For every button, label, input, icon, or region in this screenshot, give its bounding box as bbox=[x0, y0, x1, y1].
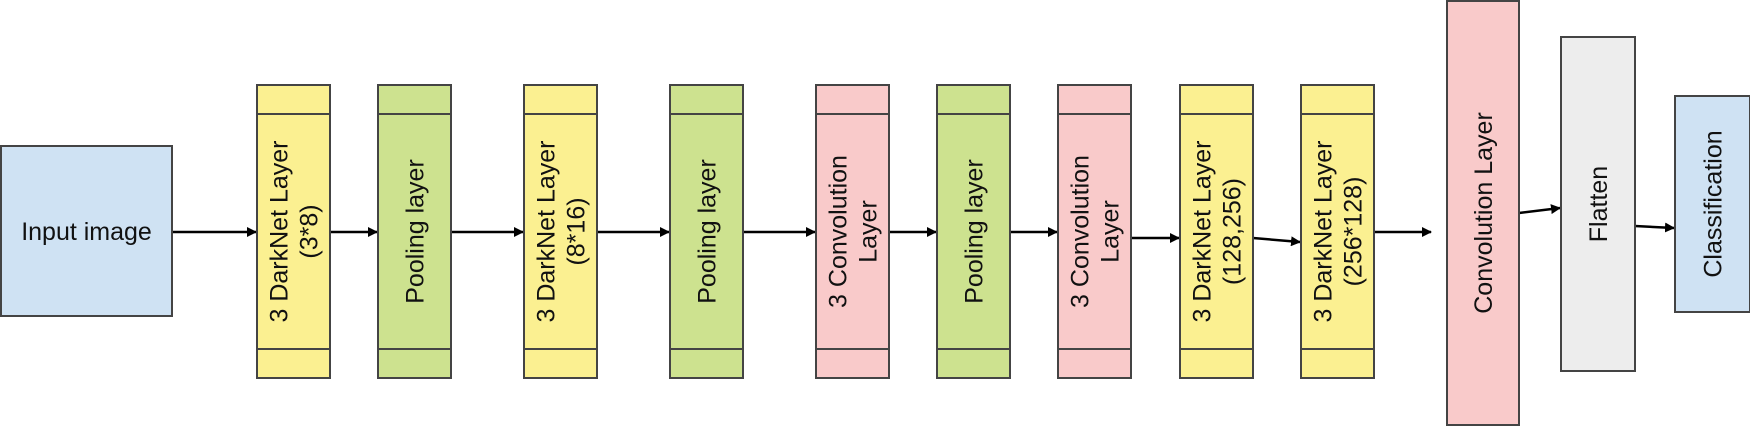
flatten-box bbox=[1560, 36, 1636, 372]
conv-big-box bbox=[1446, 0, 1520, 426]
flatten-label: Flatten bbox=[1585, 166, 1613, 242]
arrow-conv-big-to-flatten bbox=[1518, 204, 1561, 215]
darknet4-label-line: 3 DarkNet Layer bbox=[1310, 140, 1338, 322]
block-classification: Classification bbox=[1674, 95, 1750, 313]
block-conv2: 3 ConvolutionLayer bbox=[1057, 84, 1132, 379]
pool1-label: Pooling layer bbox=[402, 159, 430, 304]
conv2-label-line: 3 Convolution bbox=[1067, 155, 1095, 308]
darknet4-label: 3 DarkNet Layer(256*128) bbox=[1310, 140, 1368, 322]
darknet2-label-line: 3 DarkNet Layer bbox=[533, 140, 561, 322]
darknet4-box bbox=[1300, 84, 1375, 379]
input-box bbox=[0, 145, 173, 317]
darknet2-label-line: (8*16) bbox=[563, 197, 591, 265]
conv1-label-line: 3 Convolution bbox=[825, 155, 853, 308]
block-conv1: 3 ConvolutionLayer bbox=[815, 84, 890, 379]
block-darknet2: 3 DarkNet Layer(8*16) bbox=[523, 84, 598, 379]
classification-label-line: Classification bbox=[1700, 130, 1728, 277]
conv-big-label-line: Convolution Layer bbox=[1470, 112, 1498, 314]
classification-box bbox=[1674, 95, 1750, 313]
block-darknet4: 3 DarkNet Layer(256*128) bbox=[1300, 84, 1375, 379]
conv1-label-line: Layer bbox=[855, 200, 883, 263]
darknet1-label-line: 3 DarkNet Layer bbox=[266, 140, 294, 322]
block-pool1: Pooling layer bbox=[377, 84, 452, 379]
block-pool2: Pooling layer bbox=[669, 84, 744, 379]
arrow-darknet3-to-darknet4 bbox=[1252, 236, 1301, 247]
pool3-label-line: Pooling layer bbox=[961, 159, 989, 304]
darknet1-label: 3 DarkNet Layer(3*8) bbox=[266, 140, 324, 322]
block-darknet3: 3 DarkNet Layer(128,256) bbox=[1179, 84, 1254, 379]
block-input: Input image bbox=[0, 145, 173, 317]
pool1-label-line: Pooling layer bbox=[402, 159, 430, 304]
darknet1-label-line: (3*8) bbox=[296, 204, 324, 258]
conv1-box bbox=[815, 84, 890, 379]
darknet3-label-line: 3 DarkNet Layer bbox=[1189, 140, 1217, 322]
pool3-label: Pooling layer bbox=[961, 159, 989, 304]
block-pool3: Pooling layer bbox=[936, 84, 1011, 379]
conv2-box bbox=[1057, 84, 1132, 379]
block-darknet1: 3 DarkNet Layer(3*8) bbox=[256, 84, 331, 379]
conv2-label: 3 ConvolutionLayer bbox=[1067, 155, 1125, 308]
pool1-box bbox=[377, 84, 452, 379]
darknet2-label: 3 DarkNet Layer(8*16) bbox=[533, 140, 591, 322]
darknet1-box bbox=[256, 84, 331, 379]
classification-label: Classification bbox=[1700, 130, 1728, 277]
pool2-box bbox=[669, 84, 744, 379]
darknet3-box bbox=[1179, 84, 1254, 379]
input-label: Input image bbox=[21, 218, 152, 246]
darknet4-label-line: (256*128) bbox=[1340, 177, 1368, 287]
conv1-label: 3 ConvolutionLayer bbox=[825, 155, 883, 308]
block-flatten: Flatten bbox=[1560, 36, 1636, 372]
flatten-label-line: Flatten bbox=[1585, 166, 1613, 242]
conv-big-label: Convolution Layer bbox=[1470, 112, 1498, 314]
pool3-box bbox=[936, 84, 1011, 379]
conv2-label-line: Layer bbox=[1097, 200, 1125, 263]
darknet2-box bbox=[523, 84, 598, 379]
block-conv-big: Convolution Layer bbox=[1446, 0, 1520, 426]
pool2-label-line: Pooling layer bbox=[694, 159, 722, 304]
input-label-line: Input image bbox=[21, 218, 152, 246]
darknet3-label: 3 DarkNet Layer(128,256) bbox=[1189, 140, 1247, 322]
arrow-flatten-to-classification bbox=[1634, 222, 1675, 233]
pool2-label: Pooling layer bbox=[694, 159, 722, 304]
darknet3-label-line: (128,256) bbox=[1219, 178, 1247, 285]
